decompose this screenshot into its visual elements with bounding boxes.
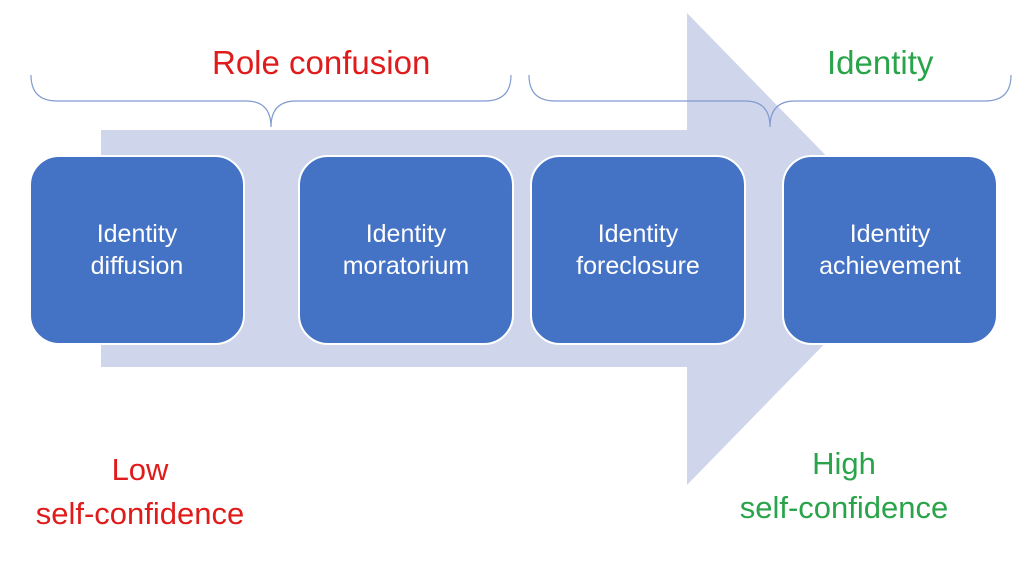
stage-label-line2: diffusion bbox=[90, 252, 184, 280]
high-confidence-label: High self-confidence bbox=[724, 442, 964, 530]
stage-label-line1: Identity bbox=[96, 220, 178, 248]
stage-label-line2: achievement bbox=[819, 252, 961, 280]
stage-box-diffusion: Identity diffusion bbox=[29, 155, 245, 345]
high-label-line2: self-confidence bbox=[739, 490, 949, 525]
stage-label-line1: Identity bbox=[597, 220, 679, 248]
high-label-line1: High bbox=[812, 446, 876, 481]
stage-box-foreclosure: Identity foreclosure bbox=[530, 155, 746, 345]
low-label-line2: self-confidence bbox=[35, 496, 245, 531]
stage-label-line1: Identity bbox=[365, 220, 447, 248]
identity-label: Identity bbox=[827, 44, 934, 81]
identity-brace bbox=[528, 74, 1012, 128]
role-confusion-brace bbox=[30, 74, 512, 128]
stage-box-moratorium: Identity moratorium bbox=[298, 155, 514, 345]
stage-label-line2: moratorium bbox=[342, 252, 470, 280]
stage-box-achievement: Identity achievement bbox=[782, 155, 998, 345]
role-confusion-label: Role confusion bbox=[212, 44, 431, 81]
stage-label-line1: Identity bbox=[849, 220, 931, 248]
low-confidence-label: Low self-confidence bbox=[20, 448, 260, 536]
stage-label-line2: foreclosure bbox=[576, 252, 700, 280]
low-label-line1: Low bbox=[111, 452, 169, 487]
